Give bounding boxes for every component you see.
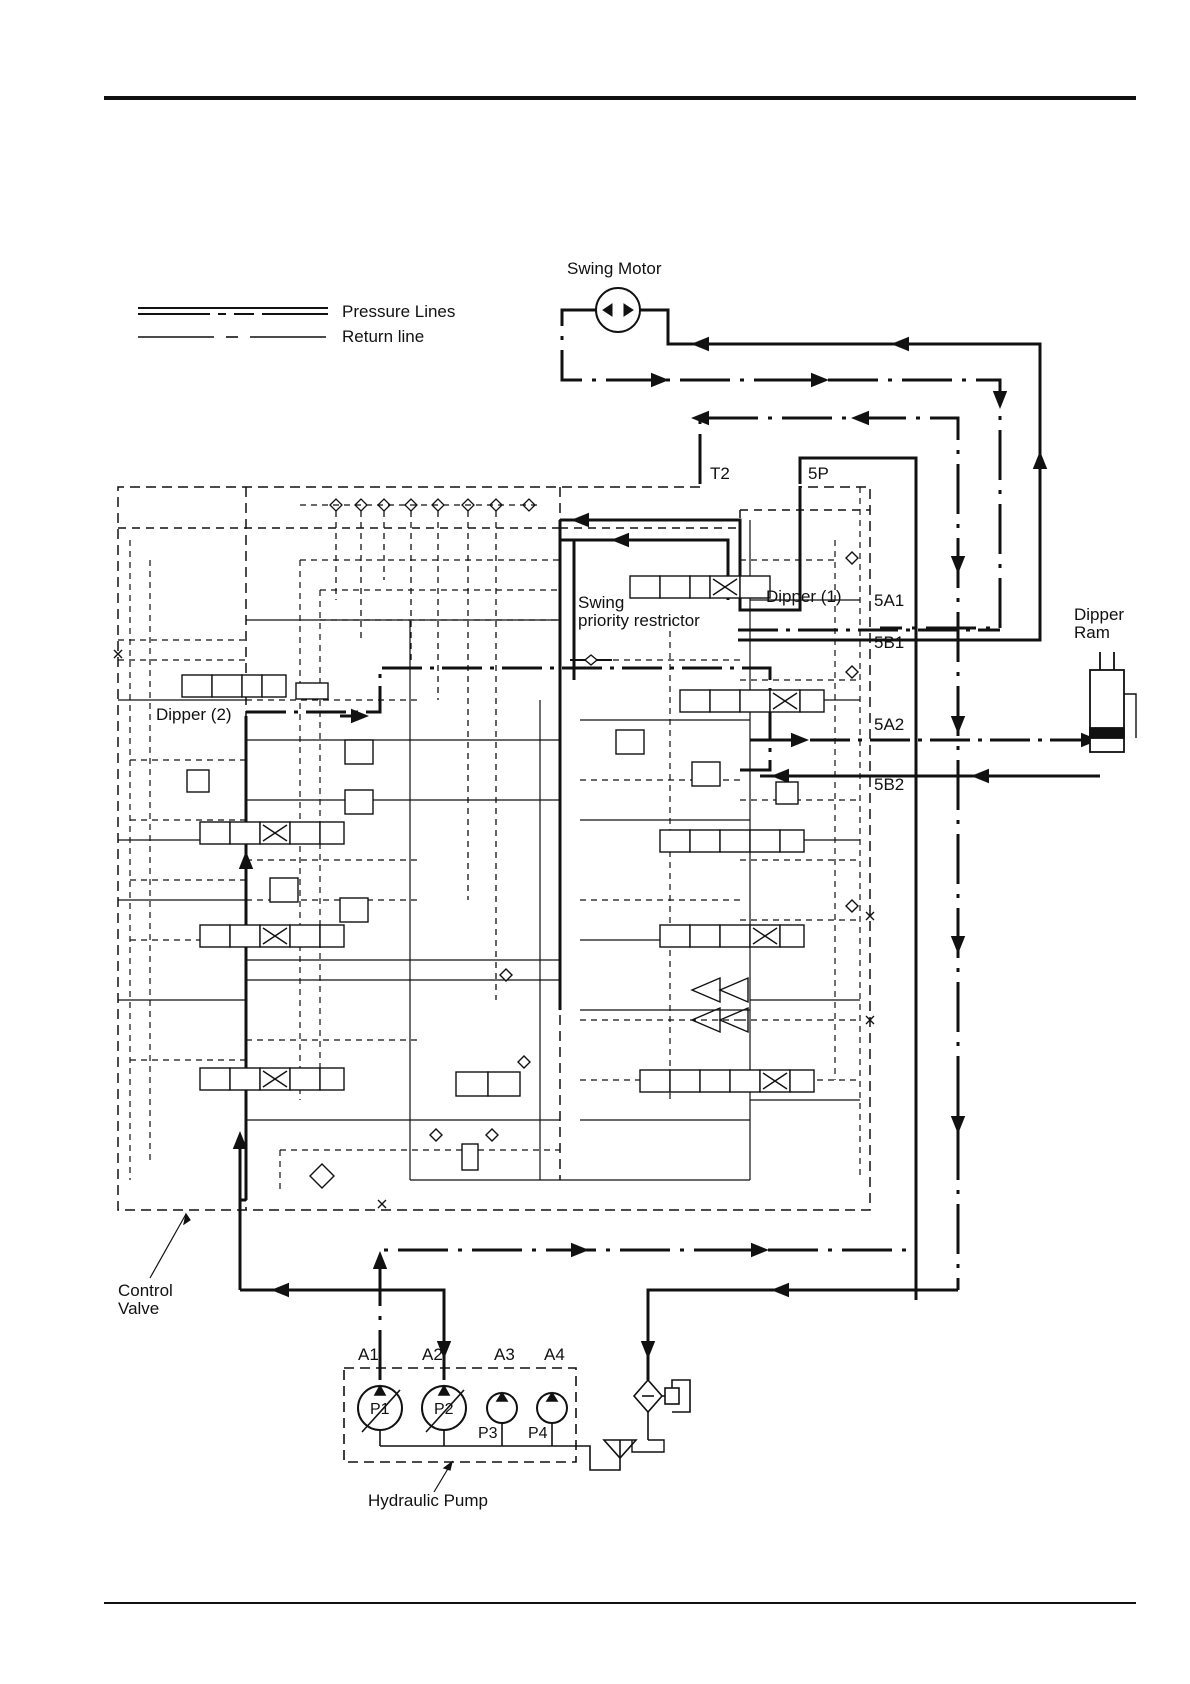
dipper-ram-label-line2: Ram (1074, 623, 1110, 642)
dipper-ram-label-line1: Dipper (1074, 605, 1124, 624)
swing-restrictor-label-line2: priority restrictor (578, 611, 700, 630)
dipper-1-label: Dipper (1) (766, 587, 842, 606)
bow-tie-valves (692, 978, 748, 1032)
hydraulic-pump-label: Hydraulic Pump (368, 1491, 488, 1510)
spool-valves (182, 552, 858, 1188)
port-t2-label: T2 (710, 464, 730, 483)
pump-p1-label: P1 (370, 1401, 390, 1418)
control-valve-label-line2: Valve (118, 1299, 159, 1318)
relief-valves (187, 730, 798, 1170)
legend-return-label: Return line (342, 327, 424, 346)
right-spool-4 (660, 925, 804, 947)
swing-restrictor-label-line1: Swing (578, 593, 624, 612)
port-5b2-label: 5B2 (874, 775, 904, 794)
port-a1-label: A1 (358, 1345, 379, 1364)
pump-p4-label: P4 (528, 1425, 548, 1442)
swing-motor (596, 288, 640, 332)
right-spool-3 (660, 830, 804, 852)
dipper-2-spool (182, 675, 328, 699)
port-a3-label: A3 (494, 1345, 515, 1364)
left-spool-4 (200, 1068, 344, 1090)
port-a4-label: A4 (544, 1345, 565, 1364)
dipper-2-label: Dipper (2) (156, 705, 232, 724)
legend: Pressure Lines Return line (138, 302, 455, 346)
left-spool-2 (200, 822, 344, 844)
port-5a2-label: 5A2 (874, 715, 904, 734)
leader-lines (150, 1214, 452, 1492)
pump-p2-label: P2 (434, 1401, 454, 1418)
pump-p3-label: P3 (478, 1425, 498, 1442)
port-5p-label: 5P (808, 464, 829, 483)
dipper-ram (1090, 652, 1136, 752)
control-valve-label-line1: Control (118, 1281, 173, 1300)
swing-priority-restrictor-symbol (570, 655, 612, 665)
right-spool-2 (680, 690, 824, 712)
port-a2-label: A2 (422, 1345, 443, 1364)
legend-pressure-symbol (138, 308, 328, 314)
legend-pressure-label: Pressure Lines (342, 302, 455, 321)
right-spool-5 (640, 1070, 814, 1092)
dipper-1-spool (630, 576, 770, 598)
port-5a1-label: 5A1 (874, 591, 904, 610)
left-spool-3 (200, 925, 344, 947)
return-filter (632, 1380, 690, 1452)
hydraulic-pump (344, 1368, 636, 1470)
center-spool (456, 1072, 520, 1096)
port-5b1-label: 5B1 (874, 633, 904, 652)
swing-motor-label: Swing Motor (567, 259, 662, 278)
